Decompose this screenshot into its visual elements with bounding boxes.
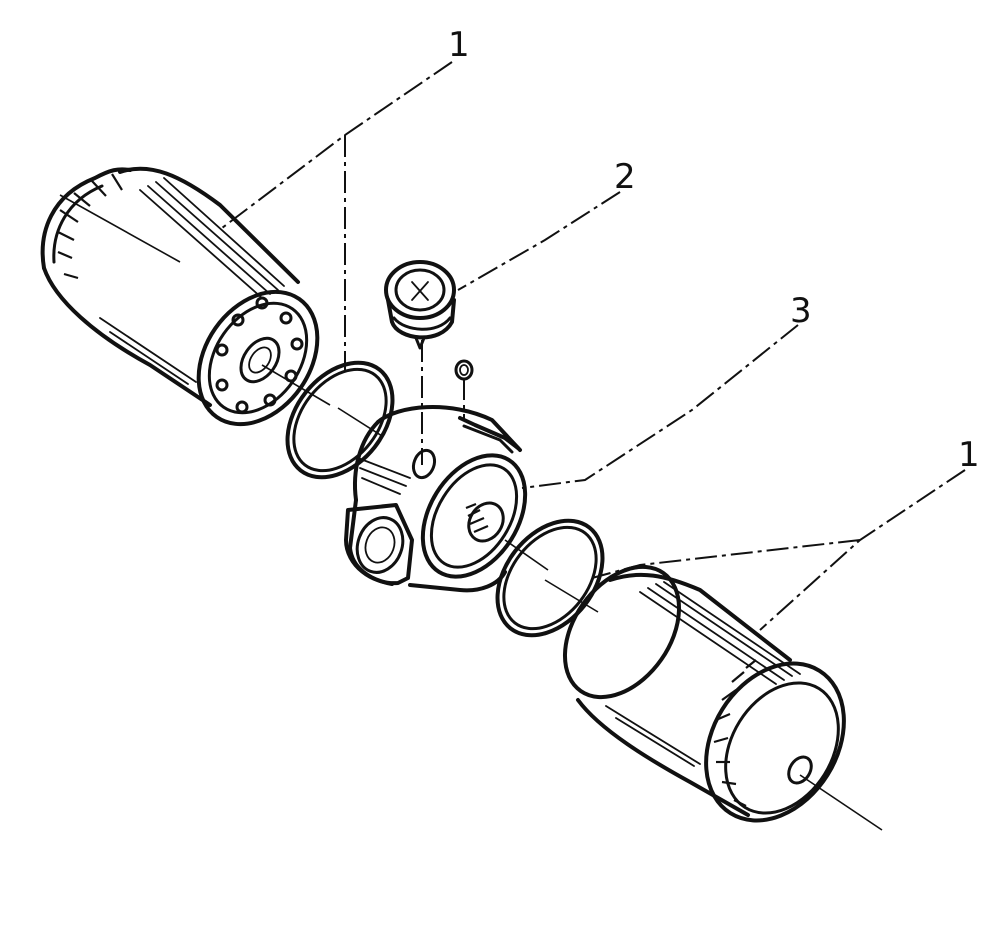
leader-lines [221,61,966,631]
callout-1-top: 1 [448,25,470,65]
plug [454,359,474,381]
callout-3: 3 [790,291,812,331]
callout-1-bottom: 1 [958,435,980,475]
callout-labels: 1 2 3 1 [448,25,980,475]
filter-head [344,405,528,593]
pressure-indicator [384,260,456,350]
assembly-axis [59,194,883,831]
filter-cartridge-top [40,166,320,427]
o-ring-top [285,360,395,480]
filter-cartridge-bottom [562,564,846,823]
callout-2: 2 [614,157,636,197]
